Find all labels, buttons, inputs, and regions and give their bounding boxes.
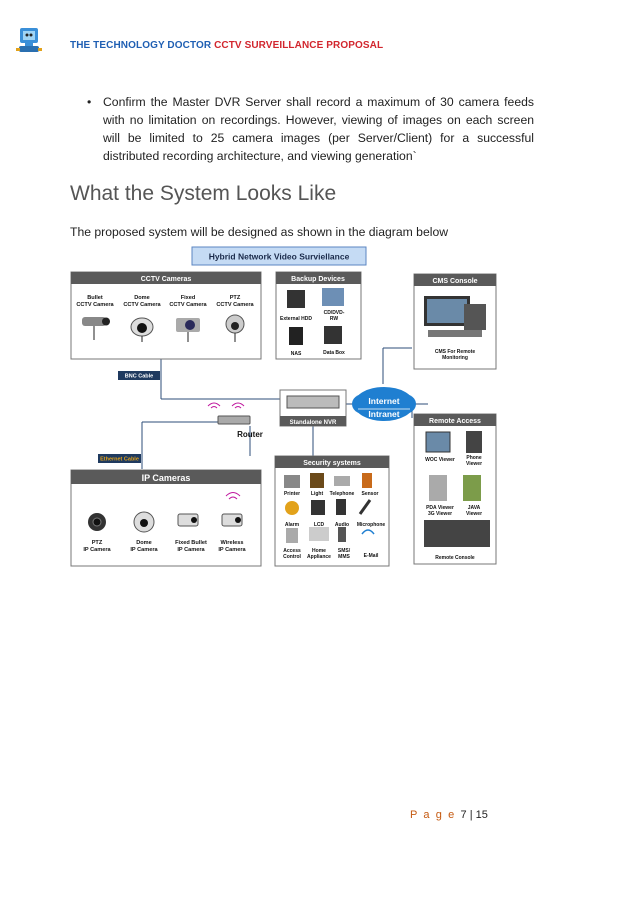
cctv-title: CCTV Cameras: [141, 276, 192, 283]
security-title: Security systems: [303, 460, 361, 467]
bnc-label: BNC Cable: [125, 374, 153, 380]
header-company: THE TECHNOLOGY DOCTOR: [70, 40, 211, 51]
intranet-label: Intranet: [368, 409, 399, 419]
backup-label-3: Data Box: [323, 350, 345, 356]
router-icon: [208, 403, 250, 424]
remote-label-0: WOC Viewer: [425, 457, 455, 463]
backup-label-0: External HDD: [280, 316, 312, 322]
security-label-2: Telephone: [330, 491, 355, 497]
bullet-item: • Confirm the Master DVR Server shall re…: [88, 93, 534, 165]
cms-title: CMS Console: [432, 278, 477, 285]
router-label: Router: [237, 430, 263, 439]
backup-title: Backup Devices: [291, 276, 345, 283]
header-document: CCTV SURVEILLANCE PROPOSAL: [214, 40, 383, 51]
backup-label-2: NAS: [291, 351, 302, 357]
page-footer: P a g e 7 | 15: [410, 809, 488, 821]
security-label-10: SMS/MMS: [338, 548, 351, 560]
ethernet-label: Ethernet Cable: [100, 457, 139, 463]
security-label-3: Sensor: [362, 491, 379, 497]
security-label-4: Alarm: [285, 522, 300, 528]
security-label-11: E-Mail: [364, 553, 379, 559]
diagram-title: Hybrid Network Video Surviellance: [209, 252, 350, 262]
security-label-0: Printer: [284, 491, 300, 497]
internet-label: Internet: [368, 396, 399, 406]
network-diagram: Hybrid Network Video Surviellance CCTV C…: [68, 244, 500, 568]
company-logo: [16, 26, 42, 56]
remote-label-4: Remote Console: [435, 555, 475, 561]
bullet-text: Confirm the Master DVR Server shall reco…: [103, 93, 534, 165]
nvr-label: Standalone NVR: [290, 420, 337, 426]
remote-title: Remote Access: [429, 418, 481, 425]
security-label-1: Light: [311, 491, 324, 497]
bullet-dot: •: [87, 93, 91, 111]
security-label-7: Microphone: [357, 522, 386, 528]
section-title: What the System Looks Like: [70, 182, 336, 206]
page-header: THE TECHNOLOGY DOCTOR CCTV SURVEILLANCE …: [70, 40, 383, 51]
page-number: 7 | 15: [461, 809, 488, 821]
security-label-6: Audio: [335, 522, 349, 528]
ip-title: IP Cameras: [142, 473, 191, 483]
page-label: P a g e: [410, 809, 456, 821]
security-label-5: LCD: [314, 522, 325, 528]
intro-text: The proposed system will be designed as …: [70, 225, 448, 239]
